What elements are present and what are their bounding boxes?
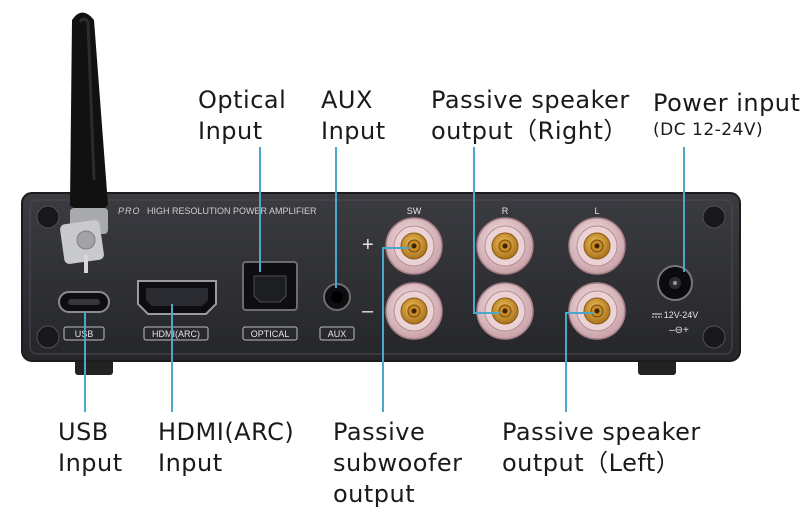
callout-usb-line2: Input: [58, 449, 123, 477]
callout-optical: Optical Input: [198, 85, 286, 147]
callout-speaker-left-line2: output（Left）: [502, 449, 681, 477]
callout-speaker-left: Passive speaker output（Left）: [502, 417, 701, 479]
antenna: [60, 12, 108, 273]
leader-right: [473, 147, 500, 314]
aux-port-label: AUX: [328, 329, 347, 339]
brand-suffix: PRO: [118, 206, 141, 216]
binding-post-l-negative: [568, 282, 626, 340]
binding-post-sw-positive: [385, 217, 443, 275]
panel-header: HIGH RESOLUTION POWER AMPLIFIER: [147, 206, 317, 216]
channel-label-r: R: [502, 206, 509, 216]
channel-label-sw: SW: [407, 206, 422, 216]
corner-screw-icon: [36, 205, 726, 349]
leader-subwoofer: [382, 247, 409, 412]
callout-power-title: Power input: [653, 89, 801, 117]
plus-sign: +: [362, 234, 374, 256]
callout-subwoofer-line2: subwoofer: [333, 449, 463, 477]
hdmi-port-label: HDMI(ARC): [152, 329, 200, 339]
binding-post-l-positive: [568, 217, 626, 275]
binding-post-sw-negative: [385, 282, 443, 340]
callout-speaker-left-line1: Passive speaker: [502, 418, 701, 446]
callout-subwoofer: Passive subwoofer output: [333, 417, 463, 510]
callout-optical-line2: Input: [198, 117, 263, 145]
callout-hdmi: HDMI(ARC) Input: [158, 417, 294, 479]
callout-usb-line1: USB: [58, 418, 109, 446]
minus-sign: –: [362, 300, 374, 322]
callout-aux-line1: AUX: [321, 86, 373, 114]
callout-speaker-right-line2: output（Right）: [431, 117, 628, 145]
binding-post-r-negative: [476, 282, 534, 340]
optical-port: OPTICAL: [242, 261, 298, 341]
power-jack: 12V-24V –⊖+: [652, 265, 699, 336]
optical-port-label: OPTICAL: [251, 329, 290, 339]
callout-hdmi-line2: Input: [158, 449, 223, 477]
hdmi-port: HDMI(ARC): [137, 280, 217, 341]
callout-speaker-right-line1: Passive speaker: [431, 86, 630, 114]
callout-optical-line1: Optical: [198, 86, 287, 114]
callout-power: Power input (DC 12-24V): [653, 88, 800, 141]
leader-lines: [84, 147, 685, 412]
leader-left: [565, 312, 594, 412]
polarity-label: –⊖+: [669, 325, 689, 336]
callout-aux: AUX Input: [321, 85, 386, 147]
speaker-terminals: [385, 217, 626, 340]
chassis: [21, 192, 741, 362]
chassis-inner: [29, 199, 733, 355]
binding-post-r-positive: [476, 217, 534, 275]
callout-hdmi-line1: HDMI(ARC): [158, 418, 295, 446]
callout-speaker-right: Passive speaker output（Right）: [431, 85, 630, 147]
callout-power-detail: (DC 12-24V): [653, 120, 764, 140]
callout-subwoofer-line3: output: [333, 480, 416, 508]
callout-usb: USB Input: [58, 417, 123, 479]
callout-subwoofer-line1: Passive: [333, 418, 426, 446]
callout-aux-line2: Input: [321, 117, 386, 145]
power-rating-label: 12V-24V: [664, 310, 699, 320]
channel-label-l: L: [594, 206, 599, 216]
